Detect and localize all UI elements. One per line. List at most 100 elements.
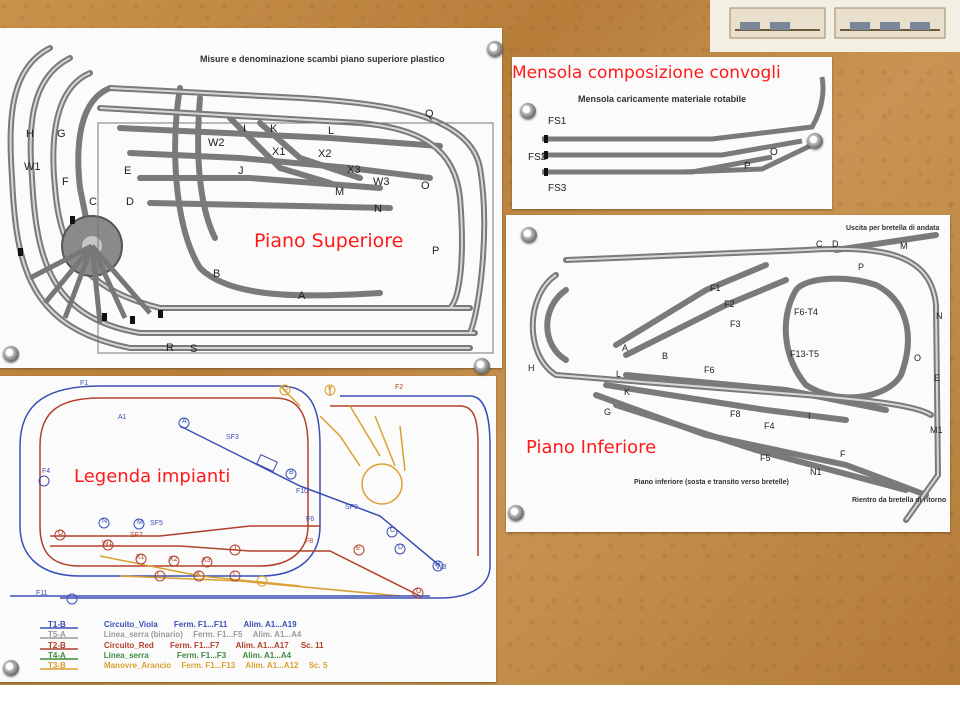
signal-f8: F8 bbox=[305, 538, 314, 545]
signal-sf3: SF3 bbox=[226, 434, 239, 441]
label-d: D bbox=[126, 196, 134, 208]
signal-x2: X2 bbox=[169, 556, 178, 563]
signal-sf9: SF9 bbox=[345, 504, 358, 511]
label-j: J bbox=[238, 165, 244, 177]
legend-stops: Ferm. F1...F7 bbox=[170, 641, 220, 650]
lower-plan-sheet: Uscita per bretella di andata Piano Infe… bbox=[506, 215, 950, 532]
upper-plan-sheet: Misure e denominazione scambi piano supe… bbox=[0, 28, 502, 368]
label-f5: F5 bbox=[760, 453, 771, 463]
signal-a1: A1 bbox=[118, 414, 127, 421]
label-a: A bbox=[622, 343, 629, 353]
legend-name: Manovre_Arancio bbox=[104, 661, 172, 670]
label-h: H bbox=[26, 128, 34, 140]
label-w2: W2 bbox=[208, 137, 225, 149]
legend-row-2: T2-B Circuito_Red Ferm. F1...F7 Alim. A1… bbox=[48, 641, 324, 650]
legend-power: Alim. A1...A17 bbox=[235, 641, 289, 650]
label-w1: W1 bbox=[24, 161, 41, 173]
label-b: B bbox=[213, 268, 221, 280]
label-fs3: FS3 bbox=[548, 183, 567, 194]
upper-plan-track-drawing bbox=[7, 45, 494, 354]
label-e: E bbox=[934, 373, 941, 383]
lower-plan-print-title-bottom: Piano inferiore (sosta e transito verso … bbox=[634, 479, 789, 486]
label-l: L bbox=[616, 369, 622, 379]
legend-power: Alim. A1...A12 bbox=[245, 661, 299, 670]
bottom-border bbox=[0, 685, 960, 720]
signal-a: A bbox=[182, 418, 187, 425]
label-p: P bbox=[432, 245, 440, 257]
signal-q: Q bbox=[283, 385, 289, 392]
legend-power: Alim. A1...A19 bbox=[243, 620, 297, 629]
legend-plan-sheet: Legenda impianti F1 F2 A1 A SF3 B F4 F10… bbox=[0, 376, 496, 682]
label-x1: X1 bbox=[272, 146, 286, 158]
label-n: N bbox=[374, 203, 382, 215]
label-fs2: FS2 bbox=[528, 152, 547, 163]
signal-c: C bbox=[390, 527, 396, 534]
label-f: F bbox=[840, 449, 846, 459]
label-f2: F2 bbox=[724, 299, 735, 309]
label-c: C bbox=[89, 196, 97, 208]
signal-w3: W3 bbox=[436, 564, 447, 571]
label-l: L bbox=[328, 125, 335, 137]
signal-f1: F1 bbox=[80, 380, 89, 387]
cork-board: Misure e denominazione scambi piano supe… bbox=[0, 0, 960, 685]
upper-plan-print-title: Misure e denominazione scambi piano supe… bbox=[200, 54, 445, 64]
signal-i: I bbox=[233, 571, 235, 578]
label-f13t5: F13-T5 bbox=[790, 349, 820, 359]
legend-power: Alim. A1...A4 bbox=[252, 630, 302, 639]
signal-f2: F2 bbox=[395, 384, 404, 391]
label-fs1: FS1 bbox=[548, 116, 567, 127]
signal-l: L bbox=[157, 571, 161, 578]
pin-icon bbox=[474, 358, 490, 374]
label-i: I bbox=[243, 123, 247, 135]
label-q: Q bbox=[425, 108, 434, 120]
signal-sf5: SF5 bbox=[150, 520, 163, 527]
signal-f11: F11 bbox=[36, 590, 48, 597]
signal-o: O bbox=[58, 530, 64, 537]
signal-g: G bbox=[416, 588, 422, 595]
lower-plan-caption: Piano Inferiore bbox=[526, 437, 657, 458]
label-f1: F1 bbox=[710, 283, 721, 293]
label-s: S bbox=[190, 343, 198, 355]
label-r: R bbox=[166, 342, 174, 354]
shelf-plan-sheet: Mensola composizione convogli Mensola ca… bbox=[512, 57, 832, 209]
legend-row-1: T5-A Linea_serra (binario) Ferm. F1...F5… bbox=[48, 630, 301, 639]
label-f3: F3 bbox=[730, 319, 741, 329]
shelf-plan-print-title: Mensola caricamente materiale rotabile bbox=[578, 94, 747, 104]
label-f: F bbox=[62, 176, 69, 188]
signal-w1: W1 bbox=[102, 540, 113, 547]
label-k: K bbox=[270, 123, 278, 135]
lower-plan-track-drawing bbox=[529, 232, 942, 523]
label-c: C bbox=[816, 239, 823, 249]
legend-row-0: T1-B Circuito_Viola Ferm. F1...F11 Alim.… bbox=[48, 620, 297, 629]
legend-stops: Ferm. F1...F13 bbox=[181, 661, 236, 670]
signal-m: M bbox=[137, 519, 143, 526]
signal-d: D bbox=[398, 544, 404, 551]
legend-code: T3-B bbox=[48, 661, 66, 670]
label-o: O bbox=[914, 353, 922, 363]
label-d: D bbox=[832, 239, 839, 249]
legend-code: T5-A bbox=[48, 630, 66, 639]
signal-sf7: SF7 bbox=[130, 532, 143, 539]
legend-row-3: T4-A Linea_serra Ferm. F1...F3 Alim. A1.… bbox=[48, 651, 291, 660]
label-g: G bbox=[57, 128, 66, 140]
pin-icon bbox=[520, 103, 536, 119]
signal-b: B bbox=[289, 469, 294, 476]
label-b: B bbox=[662, 351, 669, 361]
upper-plan-caption: Piano Superiore bbox=[254, 230, 404, 252]
label-m: M bbox=[335, 186, 345, 198]
legend-stops: Ferm. F1...F5 bbox=[193, 630, 243, 639]
legend-name: Linea_serra bbox=[103, 651, 149, 660]
legend-name: Circuito_Red bbox=[104, 641, 154, 650]
signal-h: H bbox=[435, 561, 441, 568]
legend-extra: Sc. 5 bbox=[308, 661, 328, 670]
lower-plan-print-title-top: Uscita per bretella di andata bbox=[846, 225, 940, 232]
signal-x3: X3 bbox=[202, 557, 211, 564]
label-e: E bbox=[124, 165, 132, 177]
label-m: M bbox=[900, 241, 908, 251]
legend-power: Alim. A1...A4 bbox=[242, 651, 292, 660]
shelf-plan-caption: Mensola composizione convogli bbox=[512, 63, 781, 83]
label-f6: F6 bbox=[704, 365, 715, 375]
label-k: K bbox=[624, 387, 631, 397]
legend-stops: Ferm. F1...F11 bbox=[173, 620, 228, 629]
legend-name: Circuito_Viola bbox=[104, 620, 158, 629]
